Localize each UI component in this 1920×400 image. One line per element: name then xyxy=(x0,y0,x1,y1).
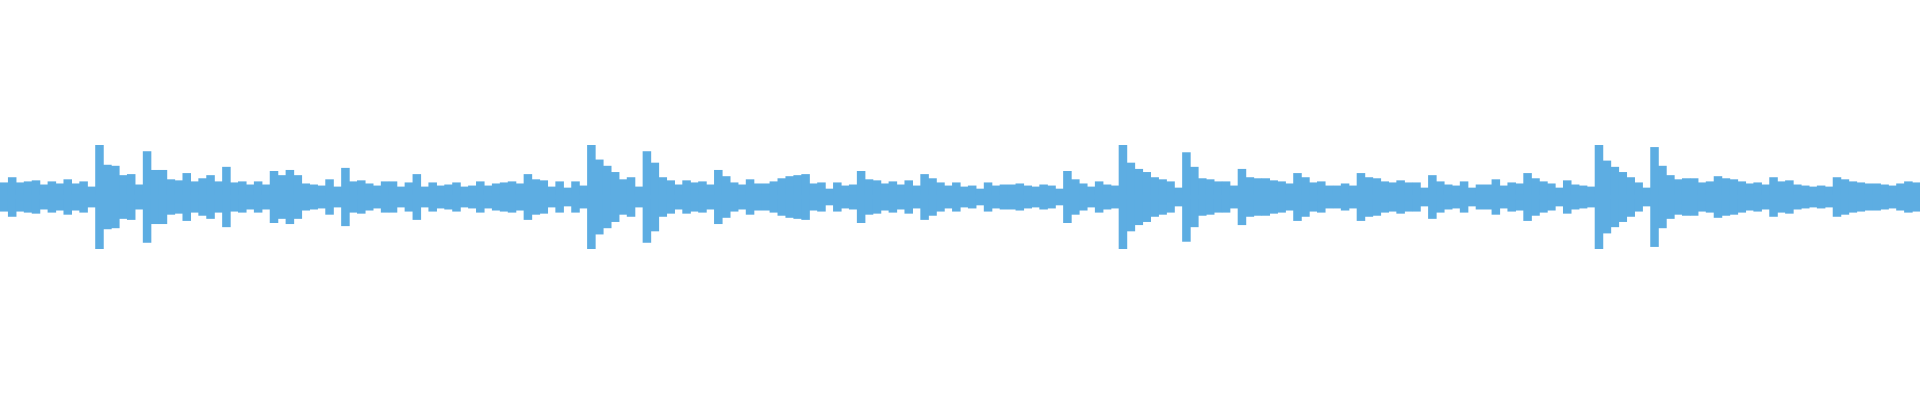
waveform-baseline xyxy=(0,195,1920,199)
